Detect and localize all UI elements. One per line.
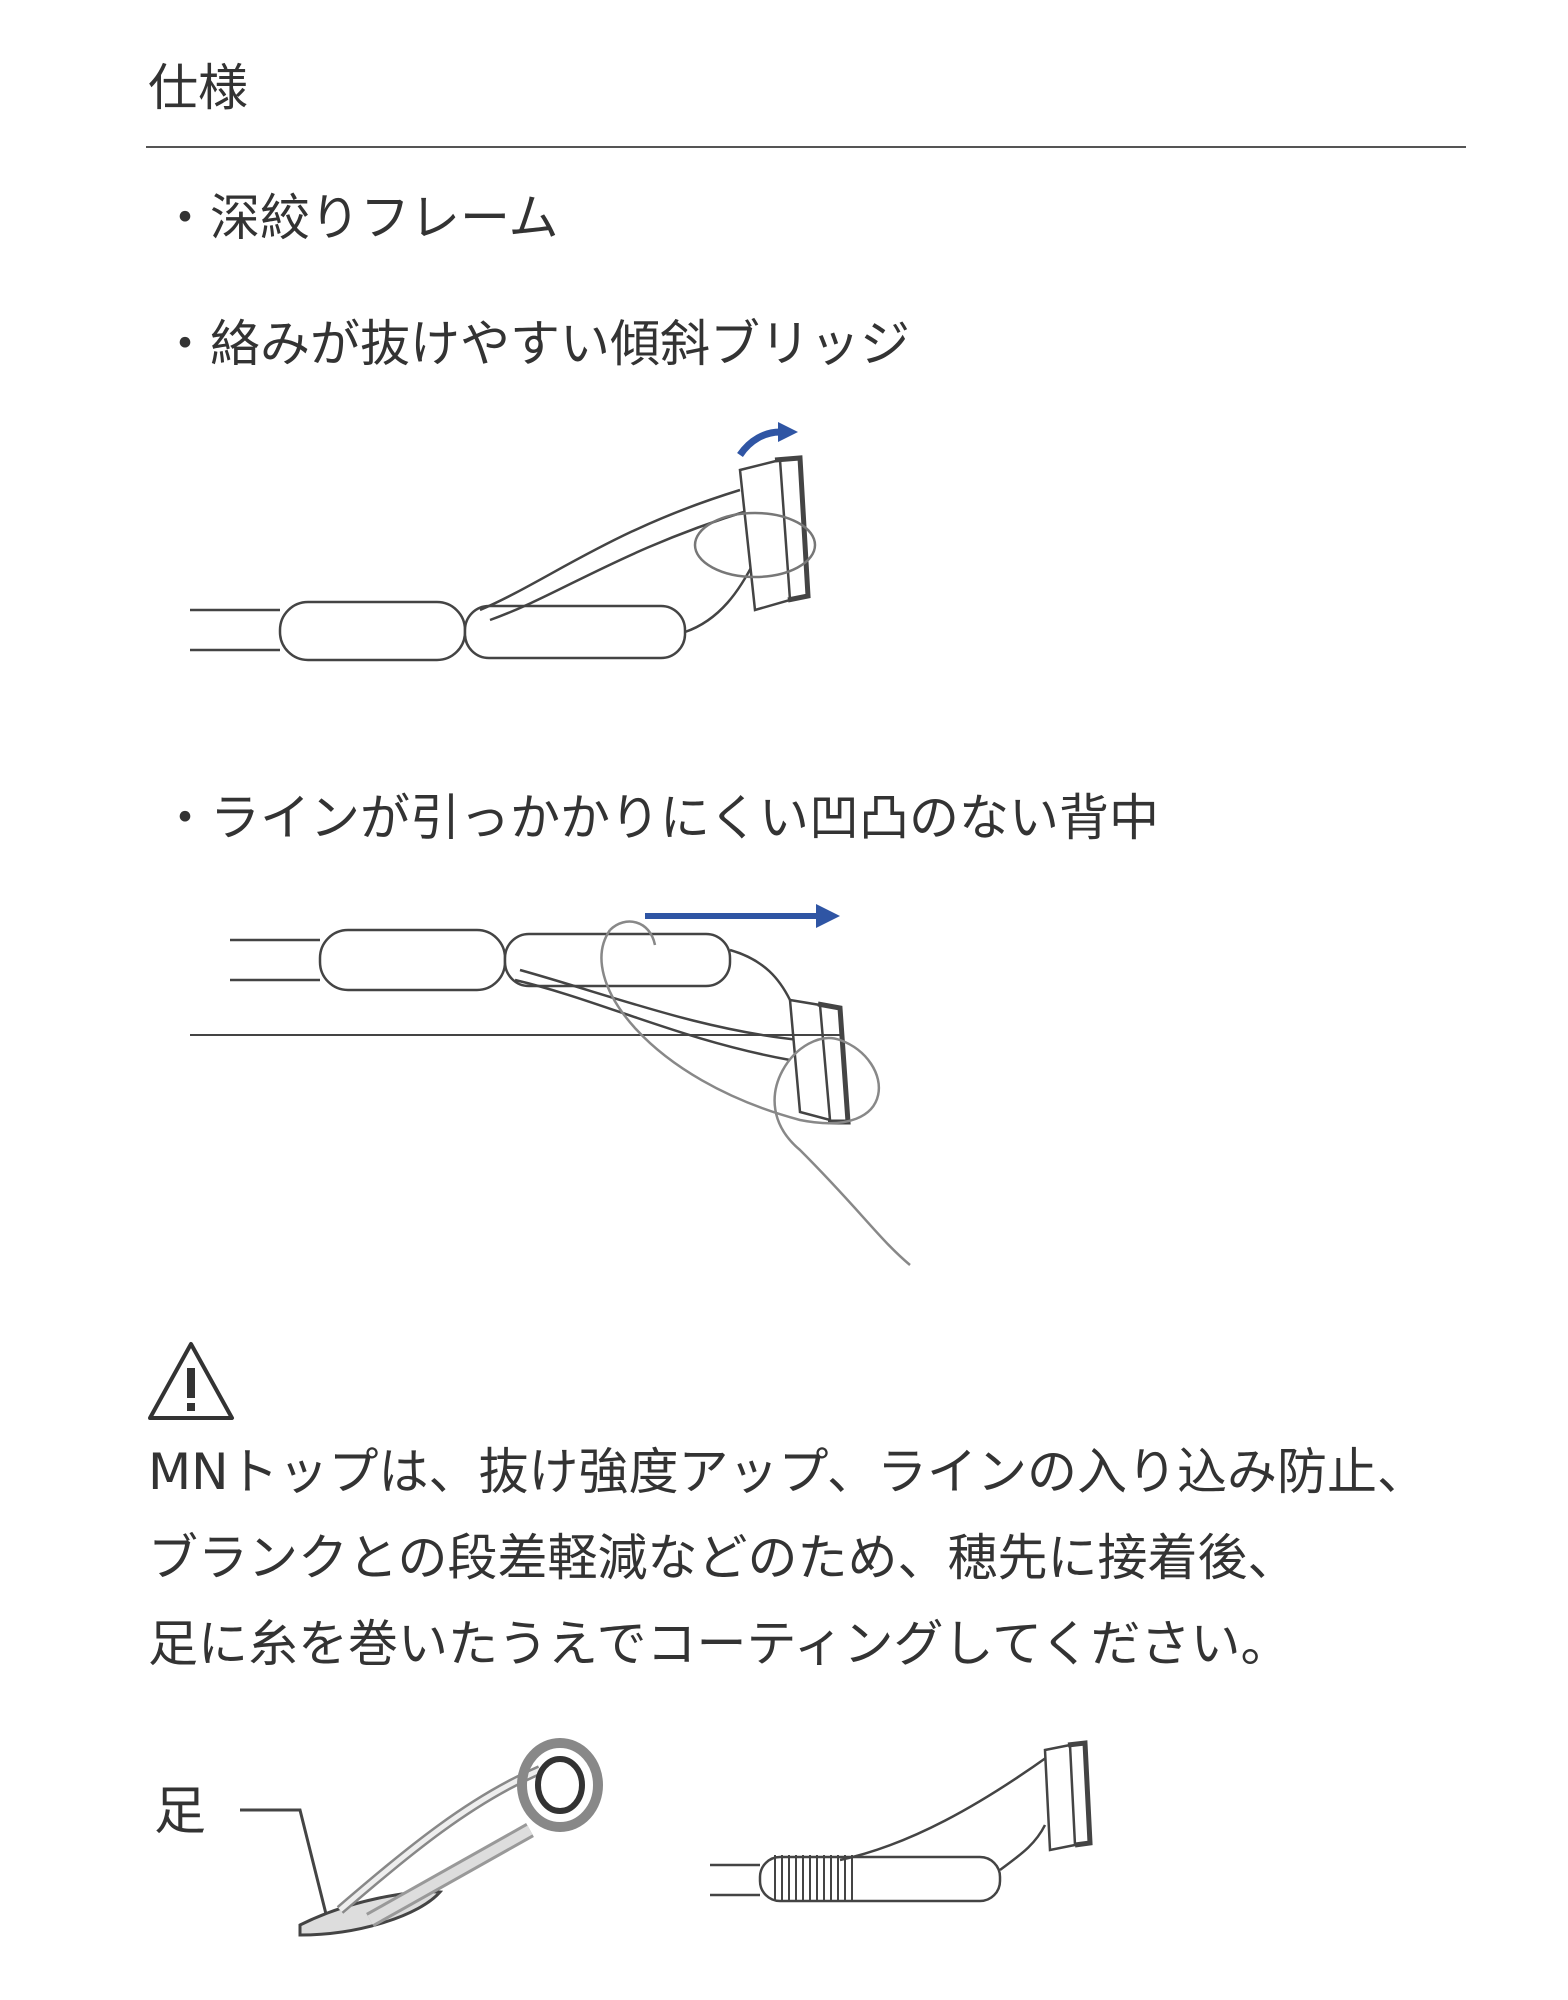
wrapped-guide-illustration (710, 1740, 1093, 1903)
feature-smooth-back: ・ラインが引っかかりにくい凹凸のない背中 (160, 789, 1159, 847)
guide-foot-illustration (240, 1738, 603, 1937)
inclined-bridge-illustration (190, 422, 817, 662)
smooth-back-illustration (190, 904, 911, 1266)
direction-arrow-icon (645, 904, 840, 928)
title-divider (146, 146, 1466, 148)
feature-deep-frame: ・深絞りフレーム (160, 189, 559, 247)
feature-inclined-bridge: ・絡みが抜けやすい傾斜ブリッジ (160, 315, 910, 373)
foot-label: 足 (154, 1782, 207, 1842)
warning-triangle-icon (148, 1342, 234, 1420)
notice-line-1: MNトップは、抜け強度アップ、ラインの入り込み防止、 (148, 1443, 1428, 1501)
notice-line-2: ブランクとの段差軽減などのため、穂先に接着後、 (148, 1529, 1298, 1587)
section-title: 仕様 (148, 59, 248, 117)
notice-line-3: 足に糸を巻いたうえでコーティングしてください。 (148, 1615, 1291, 1673)
direction-arrow-icon (737, 422, 798, 458)
